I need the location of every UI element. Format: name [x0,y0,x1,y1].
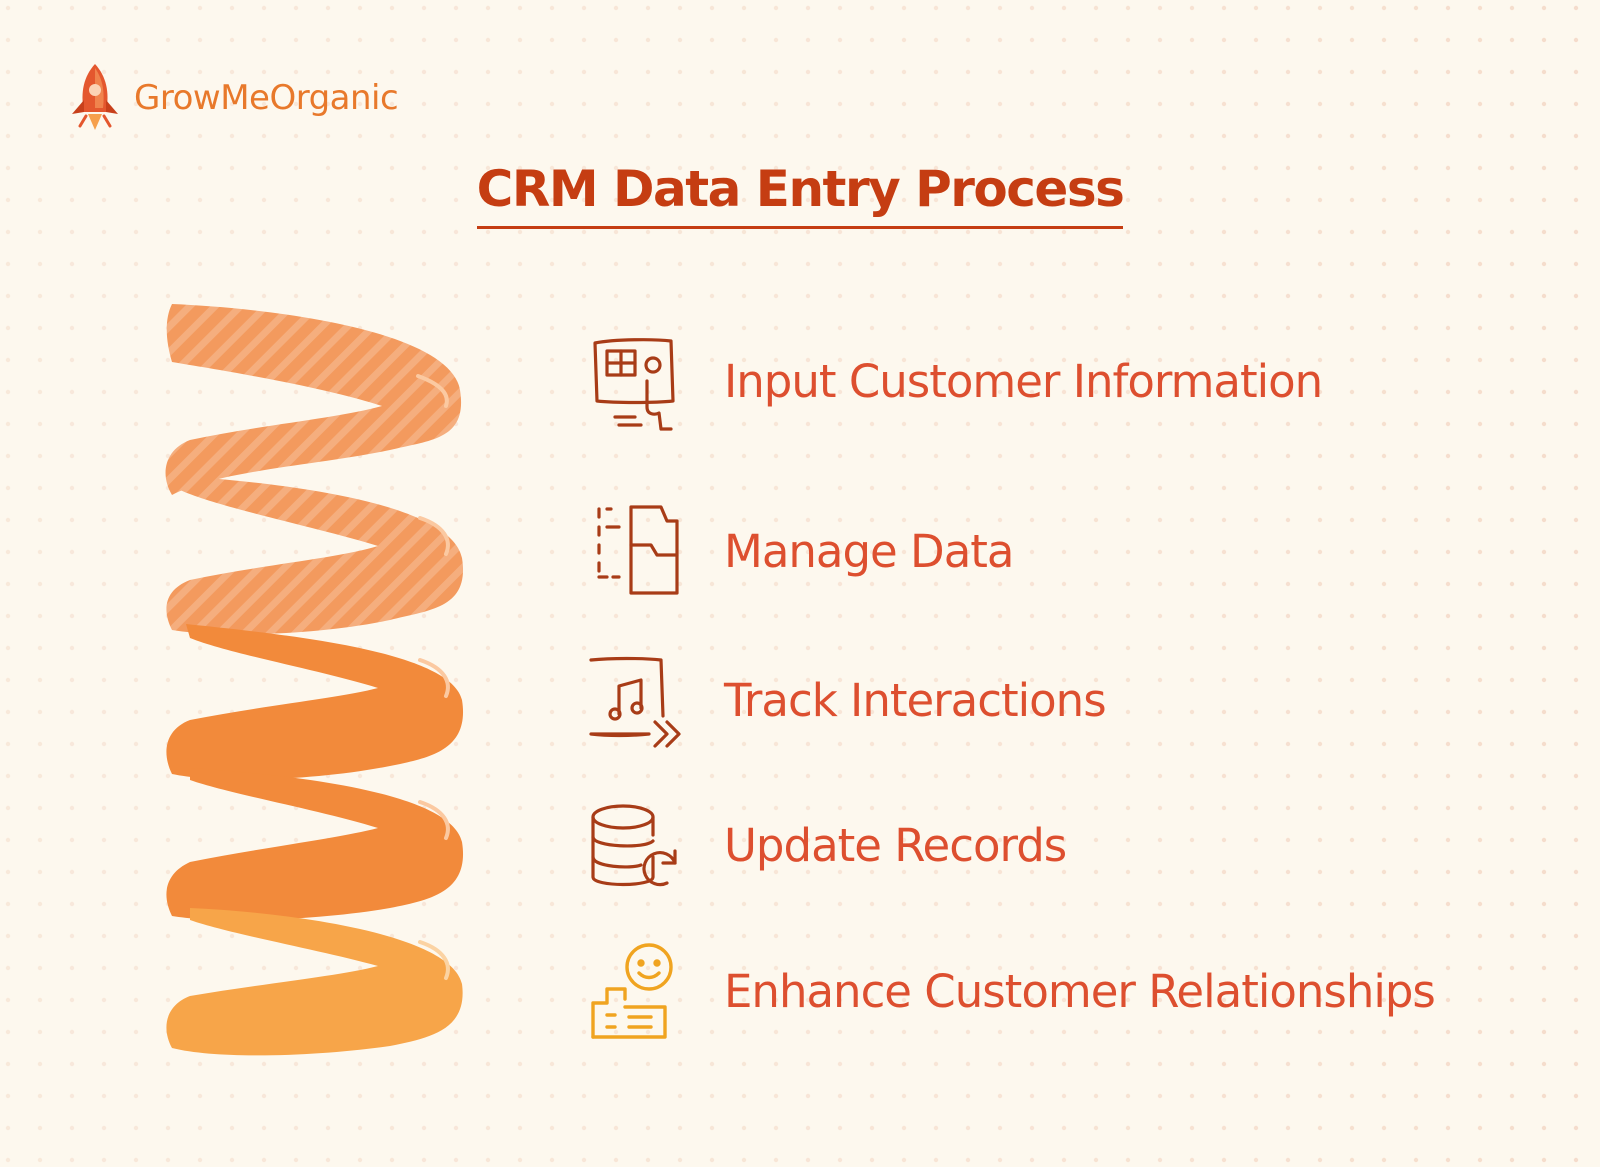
database-sync-icon [580,790,690,900]
brand-logo[interactable]: GrowMeOrganic [66,62,399,134]
step-track-interactions: Track Interactions [580,645,1107,755]
step-input-customer-information: Input Customer Information [580,326,1323,436]
smiley-relationship-icon [580,936,690,1046]
spiral-illustration [165,304,464,1056]
spiral-coil-1 [165,304,462,495]
spiral-coil-4 [166,768,464,921]
step-label: Input Customer Information [724,354,1323,408]
step-update-records: Update Records [580,790,1067,900]
rocket-icon [72,64,118,130]
step-label: Manage Data [724,524,1014,578]
customer-profile-icon [580,326,690,436]
step-label: Track Interactions [724,673,1107,727]
step-enhance-customer-relationships: Enhance Customer Relationships [580,936,1436,1046]
step-manage-data: Manage Data [580,496,1014,606]
folder-data-icon [580,496,690,606]
media-forward-icon [580,645,690,755]
step-label: Enhance Customer Relationships [724,964,1436,1018]
spiral-coil-5 [166,908,463,1056]
brand-name: GrowMeOrganic [134,78,399,118]
spiral-coil-2 [166,476,464,635]
title-text: CRM Data Entry Process [476,160,1125,229]
page-title: CRM Data Entry Process [0,160,1600,229]
step-label: Update Records [724,818,1067,872]
spiral-coil-3 [166,624,464,780]
